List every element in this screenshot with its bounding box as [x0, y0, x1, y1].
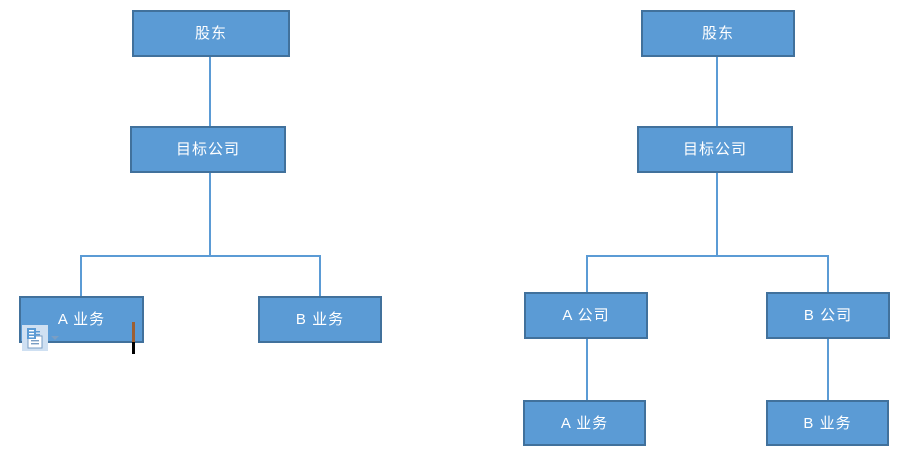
paste-options-button[interactable]: [22, 325, 59, 351]
node-label: A 业务: [57, 311, 106, 328]
node-business-b[interactable]: B 业务: [766, 400, 889, 446]
node-shareholder[interactable]: 股东: [132, 10, 290, 57]
node-label: 股东: [701, 25, 734, 42]
chevron-down-icon[interactable]: [51, 336, 59, 340]
node-label: 目标公司: [175, 141, 240, 158]
node-label: A 公司: [562, 307, 610, 324]
connector-target-to-bus: [209, 172, 211, 256]
node-company-b[interactable]: B 公司: [766, 292, 890, 339]
caret-segment-over-shape: [132, 322, 135, 342]
node-label: A 业务: [560, 414, 609, 432]
connector-company-a-to-business-a: [586, 338, 588, 401]
node-label: B 业务: [295, 311, 345, 328]
node-label: 股东: [194, 25, 227, 42]
paste-options-clipboard-icon: [22, 325, 48, 351]
text-cursor-caret: [132, 322, 135, 354]
connector-bus-to-company-a: [586, 255, 588, 293]
node-label: B 公司: [803, 307, 853, 324]
connector-horizontal-bus: [586, 255, 828, 257]
node-business-a[interactable]: A 业务: [523, 400, 646, 446]
connector-shareholder-to-target: [209, 57, 211, 127]
connector-company-b-to-business-b: [827, 338, 829, 401]
connector-bus-to-business-a: [80, 255, 82, 297]
node-target-company[interactable]: 目标公司: [637, 126, 793, 173]
node-label: 目标公司: [682, 141, 747, 158]
connector-bus-to-business-b: [319, 255, 321, 297]
node-label: B 业务: [803, 414, 852, 432]
connector-shareholder-to-target: [716, 57, 718, 127]
connector-bus-to-company-b: [827, 255, 829, 293]
caret-segment-below-shape: [132, 342, 135, 354]
connector-target-to-bus: [716, 172, 718, 256]
node-company-a[interactable]: A 公司: [524, 292, 648, 339]
node-shareholder[interactable]: 股东: [641, 10, 795, 57]
connector-horizontal-bus: [80, 255, 321, 257]
node-business-b[interactable]: B 业务: [258, 296, 382, 343]
node-target-company[interactable]: 目标公司: [130, 126, 286, 173]
